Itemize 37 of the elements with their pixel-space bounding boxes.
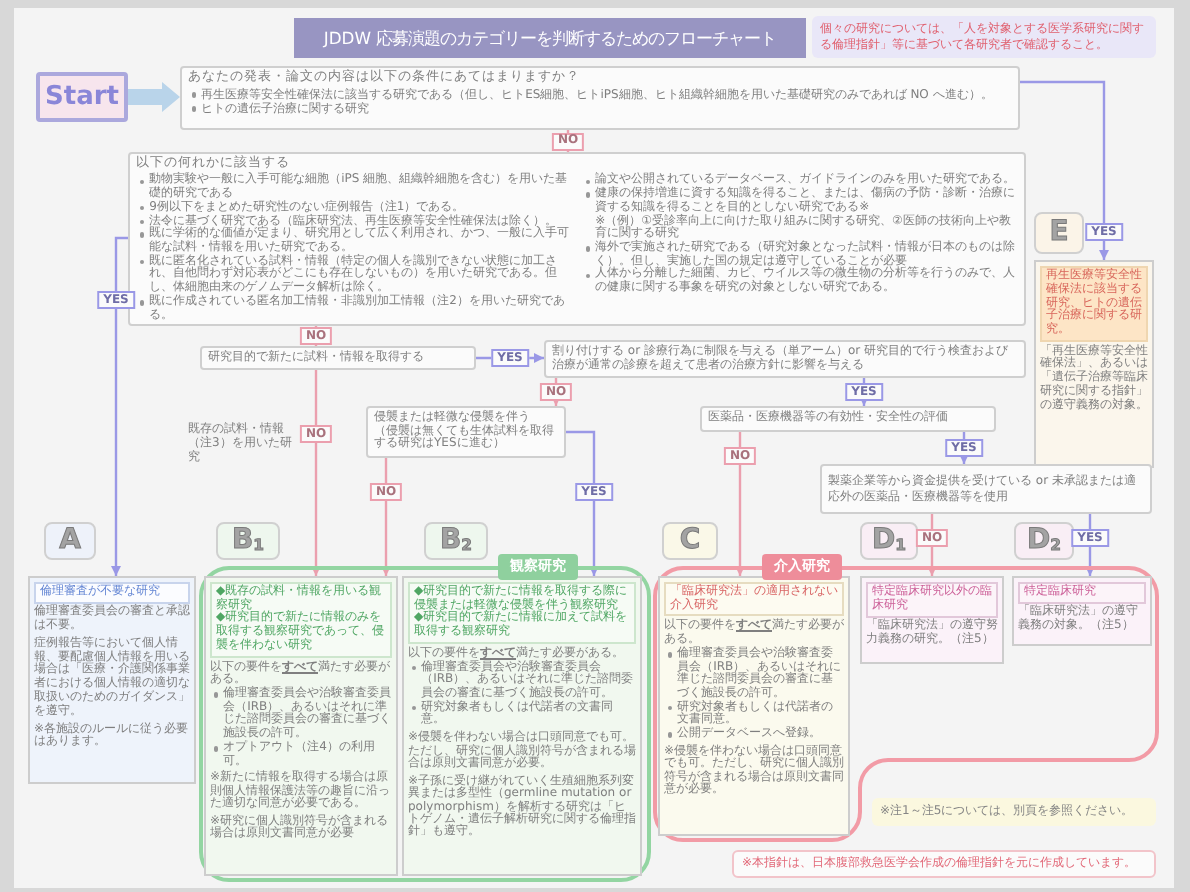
category-letter: C [679, 524, 701, 558]
start-terminal [36, 72, 128, 122]
arrow [111, 236, 128, 576]
arrow [927, 514, 937, 576]
category-panel [860, 576, 1004, 664]
letter-tile [424, 522, 488, 560]
letter-tile [44, 522, 96, 560]
arrow [381, 458, 391, 576]
letter-tile [1014, 522, 1074, 560]
question-box [128, 152, 1026, 326]
block-arrow [128, 82, 180, 112]
arrow [1085, 514, 1095, 576]
arrow [735, 432, 745, 576]
question-box [544, 340, 1026, 378]
question-box [200, 346, 476, 370]
arrow [311, 370, 321, 576]
category-panel [658, 576, 850, 836]
question-box [820, 464, 1152, 514]
category-letter: E [1049, 216, 1069, 250]
letter-tile [216, 522, 280, 560]
diagram-title: JDDW 応募演題のカテゴリーを判断するためのフローチャート [294, 18, 806, 58]
letter-tile [1034, 212, 1084, 254]
letter-tile [662, 522, 718, 560]
category-panel [402, 576, 642, 876]
question-box [366, 406, 566, 458]
question-box [180, 66, 1020, 130]
start-label: Start [45, 84, 119, 110]
category-letter: A [59, 524, 81, 558]
arrow [566, 430, 599, 576]
category-panel [28, 576, 196, 784]
letter-tile [860, 522, 918, 560]
category-panel [1034, 260, 1154, 468]
arrow [1020, 80, 1109, 260]
category-panel [204, 576, 398, 876]
note-panel [732, 850, 1156, 878]
question-box [700, 406, 996, 432]
category-panel [1012, 576, 1152, 646]
